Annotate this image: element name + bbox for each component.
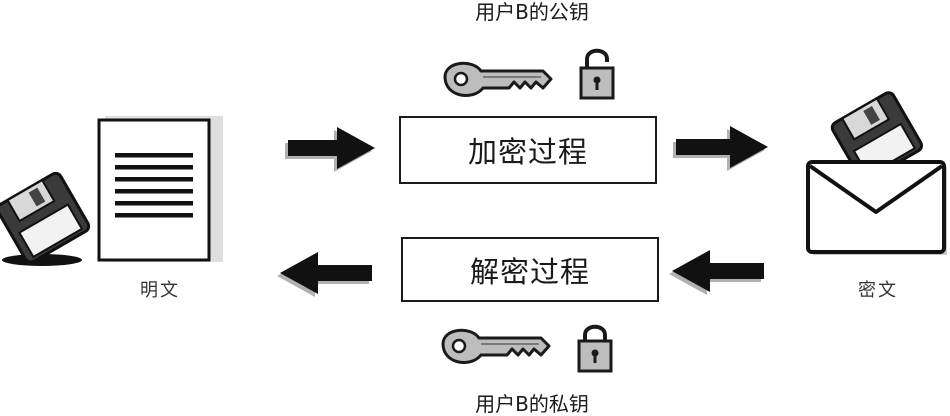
arrow-right-icon <box>673 126 768 171</box>
public-key-label: 用户B的公钥 <box>475 0 589 24</box>
private-key-icon <box>441 328 551 364</box>
plaintext-document-icon <box>97 116 223 262</box>
public-key-icon <box>443 61 553 97</box>
decrypt-process-label: 解密过程 <box>469 254 590 289</box>
arrow-left-icon <box>669 250 764 295</box>
ciphertext-floppy-disk-icon <box>830 91 924 183</box>
plaintext-label: 明文 <box>140 280 180 301</box>
encrypt-process-label: 加密过程 <box>467 135 588 169</box>
plaintext-floppy-disk-icon <box>0 171 91 266</box>
locked-padlock-icon <box>577 324 613 373</box>
arrow-right-icon <box>285 127 375 172</box>
private-key-label: 用户B的私钥 <box>475 392 589 416</box>
ciphertext-envelope-icon <box>806 160 947 255</box>
unlocked-padlock-icon <box>579 48 615 100</box>
decrypt-process-box: 解密过程 <box>401 237 659 302</box>
ciphertext-label: 密文 <box>858 280 898 301</box>
arrow-left-icon <box>277 252 372 297</box>
encrypt-process-box: 加密过程 <box>399 116 657 184</box>
